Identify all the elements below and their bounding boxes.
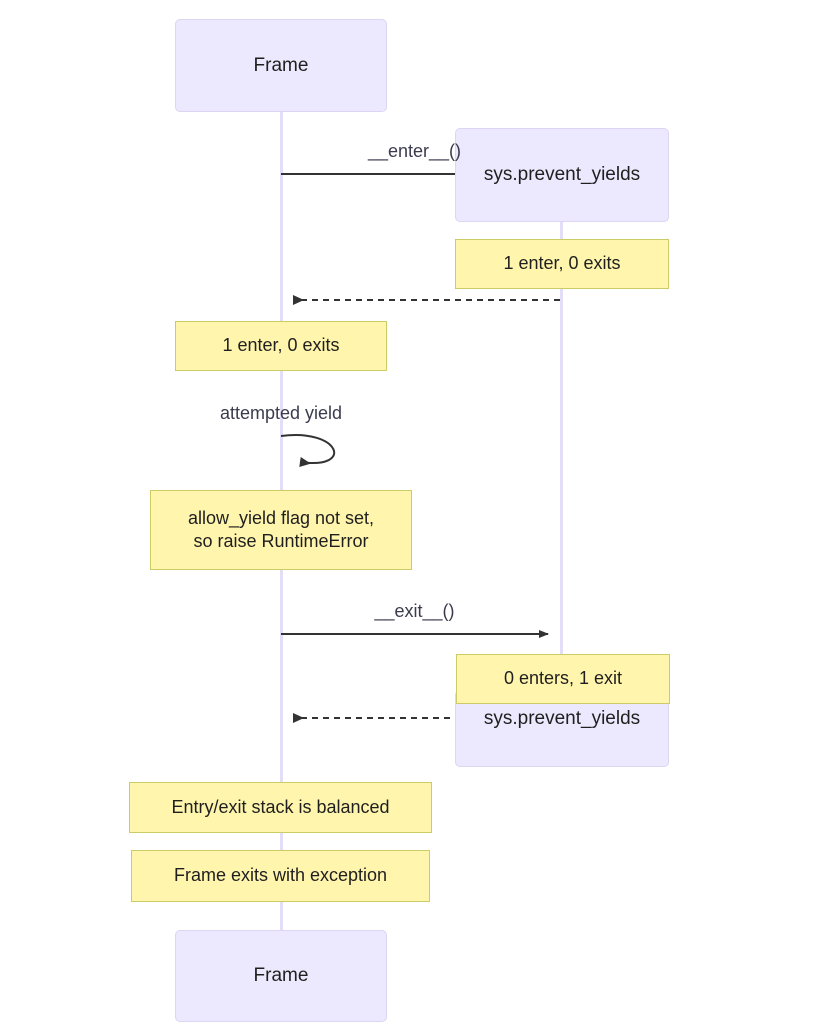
note-prevent-yields-enter-count: 1 enter, 0 exits (455, 239, 669, 289)
message-label-exit: __exit__() (374, 601, 455, 621)
actor-box-frame-bottom[interactable]: Frame (175, 930, 387, 1022)
actor-box-frame-top[interactable]: Frame (175, 19, 387, 112)
note-stack-balanced: Entry/exit stack is balanced (129, 782, 432, 833)
note-prevent-yields-exit-count: 0 enters, 1 exit (456, 654, 670, 704)
message-label-enter: __enter__() (367, 141, 462, 161)
actor-box-prevent-yields-top[interactable]: sys.prevent_yields (455, 128, 669, 222)
note-frame-enter-count: 1 enter, 0 exits (175, 321, 387, 371)
actor-label-prevent-yields-top: sys.prevent_yields (483, 164, 641, 186)
note-allow-yield-flag: allow_yield flag not set, so raise Runti… (150, 490, 412, 570)
actor-label-prevent-yields-bottom: sys.prevent_yields (483, 707, 641, 729)
message-label-attempted-yield: attempted yield (219, 403, 343, 423)
note-frame-exits-exception: Frame exits with exception (131, 850, 430, 902)
actor-label-frame-bottom: Frame (253, 965, 309, 987)
self-loop-attempted-yield (280, 433, 335, 467)
lifeline-prevent-yields (560, 219, 563, 691)
actor-label-frame-top: Frame (253, 54, 309, 76)
